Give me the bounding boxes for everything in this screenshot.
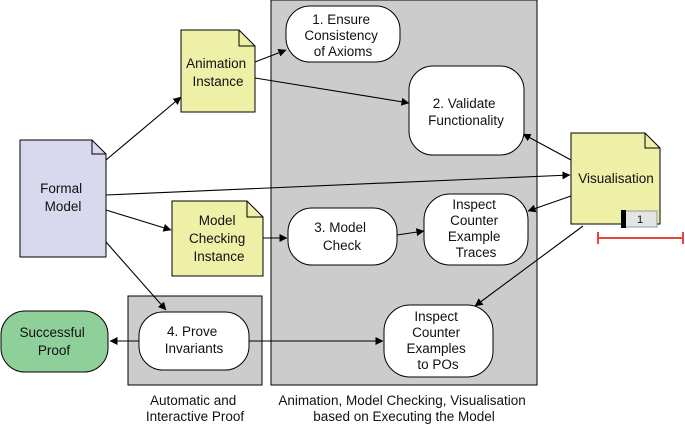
- animation-instance-label-1: Animation: [186, 56, 246, 71]
- validate-label-1: 2. Validate: [433, 96, 496, 111]
- arrow-visualisation-to-validate: [522, 133, 572, 161]
- prove-label-2: Invariants: [165, 341, 224, 356]
- visualisation-counter-marker: [621, 210, 626, 228]
- formal-model-label-1: Formal: [40, 181, 82, 196]
- success-label-1: Successful: [19, 325, 84, 340]
- validate-label-2: Functionality: [428, 113, 504, 128]
- animation-region-caption: Animation, Model Checking, Visualisation…: [278, 393, 529, 424]
- mc-instance-label-2: Checking: [189, 231, 245, 246]
- visualisation-slider[interactable]: [597, 232, 684, 244]
- ensure-label-3: of Axioms: [314, 44, 373, 59]
- arrow-modelcheck-to-traces: [396, 228, 425, 237]
- success-label-2: Proof: [38, 343, 71, 358]
- prove-label-1: 4. Prove: [167, 324, 217, 339]
- animation-instance-label-2: Instance: [192, 74, 243, 89]
- svg-text:Animation Instance: Animation Instance: [186, 56, 250, 89]
- formal-model-doc: Formal Model: [19, 139, 107, 258]
- model-check-node: 3. Model Check: [287, 207, 398, 266]
- arrow-visualisation-to-pos: [474, 225, 584, 307]
- svg-text:Inspect Counter Ex: Inspect Counter Examples to POs: [406, 309, 469, 372]
- arrow-animation-to-ensure: [254, 49, 287, 63]
- visualisation-doc: Visualisation: [570, 132, 661, 225]
- arrow-formal-to-modelcheck-instance: [105, 209, 172, 232]
- inspect-traces-node: Inspect Counter Example Traces: [423, 193, 529, 266]
- formal-model-label-2: Model: [45, 199, 82, 214]
- ensure-label-1: 1. Ensure: [312, 12, 370, 27]
- animation-instance-doc: Animation Instance: [180, 29, 256, 113]
- visualisation-counter-value: 1: [637, 214, 643, 226]
- ensure-label-2: Consistency: [304, 28, 378, 43]
- arrow-formal-to-animation: [105, 96, 182, 161]
- traces-label-3: Example: [448, 229, 501, 244]
- visualisation-label: Visualisation: [578, 171, 654, 186]
- arrow-formal-to-prove: [105, 241, 167, 311]
- traces-label-4: Traces: [456, 245, 497, 260]
- visualisation-widget: 1: [597, 210, 684, 244]
- svg-text:Model Checking Ins: Model Checking Instance: [189, 213, 249, 264]
- arrow-animation-to-validate: [254, 77, 410, 106]
- svg-text:3. Model Check: 3. Model Check: [314, 220, 370, 253]
- proof-caption-1: Automatic and: [150, 393, 236, 408]
- validate-functionality-node: 2. Validate Functionality: [408, 65, 525, 156]
- proof-caption-2: Interactive Proof: [146, 409, 245, 424]
- mc-instance-label-3: Instance: [193, 249, 244, 264]
- animation-caption-2: based on Executing the Model: [313, 409, 495, 424]
- mc-instance-label-1: Model: [199, 213, 236, 228]
- animation-caption-1: Animation, Model Checking, Visualisation: [278, 393, 525, 408]
- pos-label-1: Inspect: [414, 309, 458, 324]
- pos-label-2: Counter: [412, 325, 461, 340]
- traces-label-2: Counter: [450, 213, 499, 228]
- svg-text:Formal Model: Formal Model: [40, 181, 86, 214]
- svg-text:Successful Proof: Successful Proof: [19, 325, 88, 358]
- pos-label-3: Examples: [406, 341, 466, 356]
- arrow-formal-to-visualisation: [105, 171, 571, 196]
- prove-invariants-node: 4. Prove Invariants: [138, 311, 250, 371]
- inspect-pos-node: Inspect Counter Examples to POs: [383, 304, 494, 378]
- svg-text:Inspect Counter Ex: Inspect Counter Example Traces: [448, 197, 504, 260]
- svg-text:1. Ensure Consistency: 1. Ensure Consistency of Axioms: [304, 12, 381, 59]
- arrow-visualisation-to-traces: [527, 195, 572, 213]
- ensure-consistency-node: 1. Ensure Consistency of Axioms: [285, 5, 401, 63]
- svg-text:4. Prove Invariants: 4. Prove Invariants: [165, 324, 224, 356]
- model-check-label-1: 3. Model: [314, 220, 366, 235]
- traces-label-1: Inspect: [452, 197, 496, 212]
- proof-region-caption: Automatic and Interactive Proof: [146, 393, 245, 424]
- svg-text:2. Validate Functionalit: 2. Validate Functionality: [428, 96, 504, 128]
- model-check-label-2: Check: [323, 238, 362, 253]
- svg-text:Visualisation: Visualisation: [578, 171, 654, 186]
- pos-label-4: to POs: [417, 357, 459, 372]
- model-checking-instance-doc: Model Checking Instance: [171, 200, 264, 277]
- successful-proof-node: Successful Proof: [0, 310, 109, 373]
